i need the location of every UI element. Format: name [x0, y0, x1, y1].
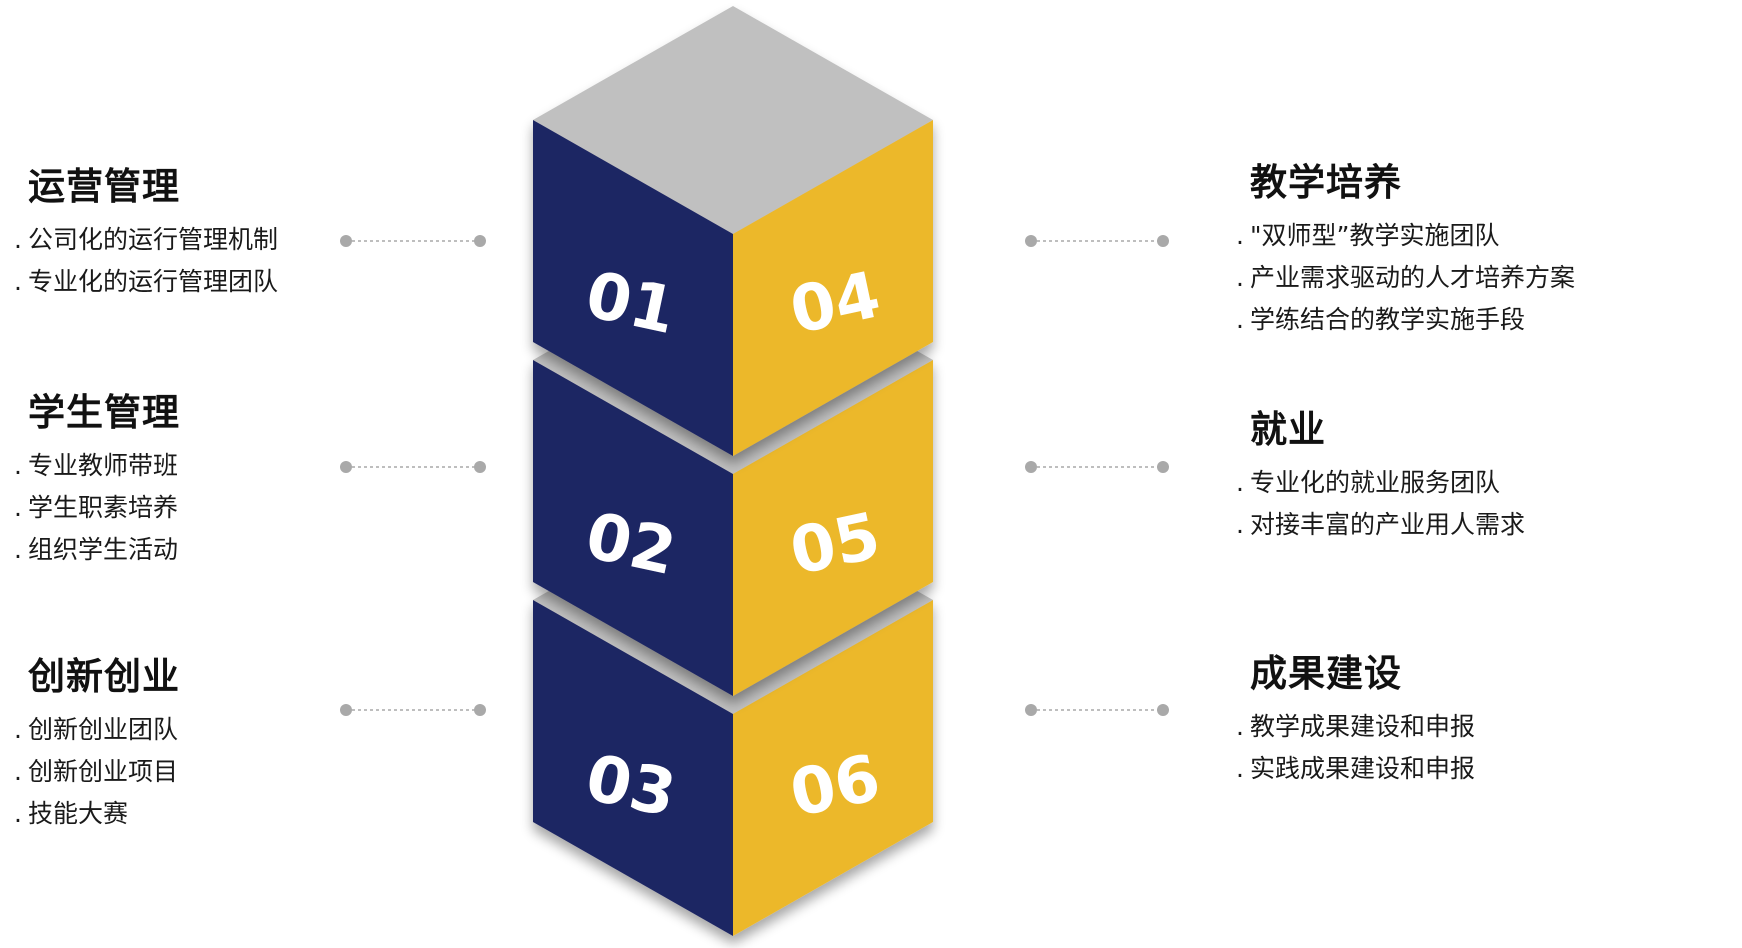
- block-1-right-number: 04: [784, 258, 887, 349]
- panel-left-2: 学生管理 .专业教师带班 .学生职素培养 .组织学生活动: [14, 389, 548, 571]
- block-2-left-face: [533, 360, 733, 696]
- connector-left-3: [340, 704, 486, 716]
- list-item: .专业教师带班: [14, 445, 548, 487]
- block-1-left-face: [533, 120, 733, 456]
- bullet-dot: .: [1236, 712, 1244, 741]
- block-3-right-face: [733, 600, 933, 936]
- panel-list: ."双师型”教学实施团队 .产业需求驱动的人才培养方案 .学练结合的教学实施手段: [1236, 215, 1742, 341]
- list-item-text: 创新创业团队: [28, 715, 179, 744]
- connector-left-2: [340, 461, 486, 473]
- block-3-left-number: 03: [579, 741, 682, 832]
- panel-title: 教学培养: [1250, 161, 1402, 204]
- block-3-right-number: 06: [784, 741, 887, 832]
- list-item: .专业化的运行管理团队: [14, 261, 548, 303]
- panel-list: .教学成果建设和申报 .实践成果建设和申报: [1236, 706, 1742, 790]
- list-item: .专业化的就业服务团队: [1236, 462, 1742, 504]
- list-item-text: "双师型”教学实施团队: [1250, 221, 1500, 250]
- list-item-text: 对接丰富的产业用人需求: [1250, 510, 1526, 539]
- connector-right-2: [1025, 461, 1169, 473]
- list-item: .产业需求驱动的人才培养方案: [1236, 257, 1742, 299]
- list-item-text: 专业化的运行管理团队: [28, 267, 279, 296]
- bullet-dot: .: [1236, 754, 1244, 783]
- panel-list: .创新创业团队 .创新创业项目 .技能大赛: [14, 709, 548, 835]
- list-item: .对接丰富的产业用人需求: [1236, 504, 1742, 546]
- panel-title: 学生管理: [28, 391, 180, 434]
- list-item-text: 学生职素培养: [28, 493, 179, 522]
- list-item-text: 组织学生活动: [28, 535, 179, 564]
- bullet-dot: .: [1236, 468, 1244, 497]
- panel-left-3: 创新创业 .创新创业团队 .创新创业项目 .技能大赛: [14, 653, 548, 835]
- list-item: .公司化的运行管理机制: [14, 219, 548, 261]
- list-item: ."双师型”教学实施团队: [1236, 215, 1742, 257]
- list-item: .创新创业团队: [14, 709, 548, 751]
- panel-title: 成果建设: [1250, 652, 1402, 695]
- panel-right-3: 成果建设 .教学成果建设和申报 .实践成果建设和申报: [1236, 650, 1742, 790]
- block-2-right-face: [733, 360, 933, 696]
- block-2-right-number: 05: [784, 499, 887, 590]
- bullet-dot: .: [1236, 221, 1244, 250]
- panel-title: 创新创业: [28, 655, 180, 698]
- list-item: .学生职素培养: [14, 487, 548, 529]
- list-item: .技能大赛: [14, 793, 548, 835]
- panel-right-2: 就业 .专业化的就业服务团队 .对接丰富的产业用人需求: [1236, 406, 1742, 546]
- bullet-dot: .: [14, 799, 22, 828]
- list-item-text: 公司化的运行管理机制: [28, 225, 279, 254]
- list-item-text: 教学成果建设和申报: [1250, 712, 1476, 741]
- block-1: 01 04: [533, 6, 933, 456]
- list-item-text: 创新创业项目: [28, 757, 179, 786]
- panel-left-1: 运营管理 .公司化的运行管理机制 .专业化的运行管理团队: [14, 163, 548, 303]
- panel-list: .专业化的就业服务团队 .对接丰富的产业用人需求: [1236, 462, 1742, 546]
- list-item: .实践成果建设和申报: [1236, 748, 1742, 790]
- bullet-dot: .: [14, 225, 22, 254]
- bullet-dot: .: [14, 267, 22, 296]
- connector-right-3: [1025, 704, 1169, 716]
- list-item: .组织学生活动: [14, 529, 548, 571]
- connector-right-1: [1025, 235, 1169, 247]
- bullet-dot: .: [14, 757, 22, 786]
- bullet-dot: .: [1236, 305, 1244, 334]
- block-1-right-face: [733, 120, 933, 456]
- bullet-dot: .: [1236, 263, 1244, 292]
- bullet-dot: .: [1236, 510, 1244, 539]
- panel-right-1: 教学培养 ."双师型”教学实施团队 .产业需求驱动的人才培养方案 .学练结合的教…: [1236, 159, 1742, 341]
- block-1-left-number: 01: [579, 258, 682, 349]
- list-item: .创新创业项目: [14, 751, 548, 793]
- bullet-dot: .: [14, 451, 22, 480]
- list-item: .教学成果建设和申报: [1236, 706, 1742, 748]
- list-item-text: 实践成果建设和申报: [1250, 754, 1476, 783]
- block-2-left-number: 02: [579, 499, 682, 590]
- list-item: .学练结合的教学实施手段: [1236, 299, 1742, 341]
- bullet-dot: .: [14, 493, 22, 522]
- connector-left-1: [340, 235, 486, 247]
- list-item-text: 产业需求驱动的人才培养方案: [1250, 263, 1576, 292]
- list-item-text: 专业化的就业服务团队: [1250, 468, 1501, 497]
- list-item-text: 技能大赛: [28, 799, 129, 828]
- panel-title: 就业: [1250, 408, 1326, 451]
- block-3-left-face: [533, 600, 733, 936]
- list-item-text: 学练结合的教学实施手段: [1250, 305, 1526, 334]
- panel-list: .公司化的运行管理机制 .专业化的运行管理团队: [14, 219, 548, 303]
- bullet-dot: .: [14, 535, 22, 564]
- list-item-text: 专业教师带班: [28, 451, 179, 480]
- panel-title: 运营管理: [28, 165, 180, 208]
- panel-list: .专业教师带班 .学生职素培养 .组织学生活动: [14, 445, 548, 571]
- bullet-dot: .: [14, 715, 22, 744]
